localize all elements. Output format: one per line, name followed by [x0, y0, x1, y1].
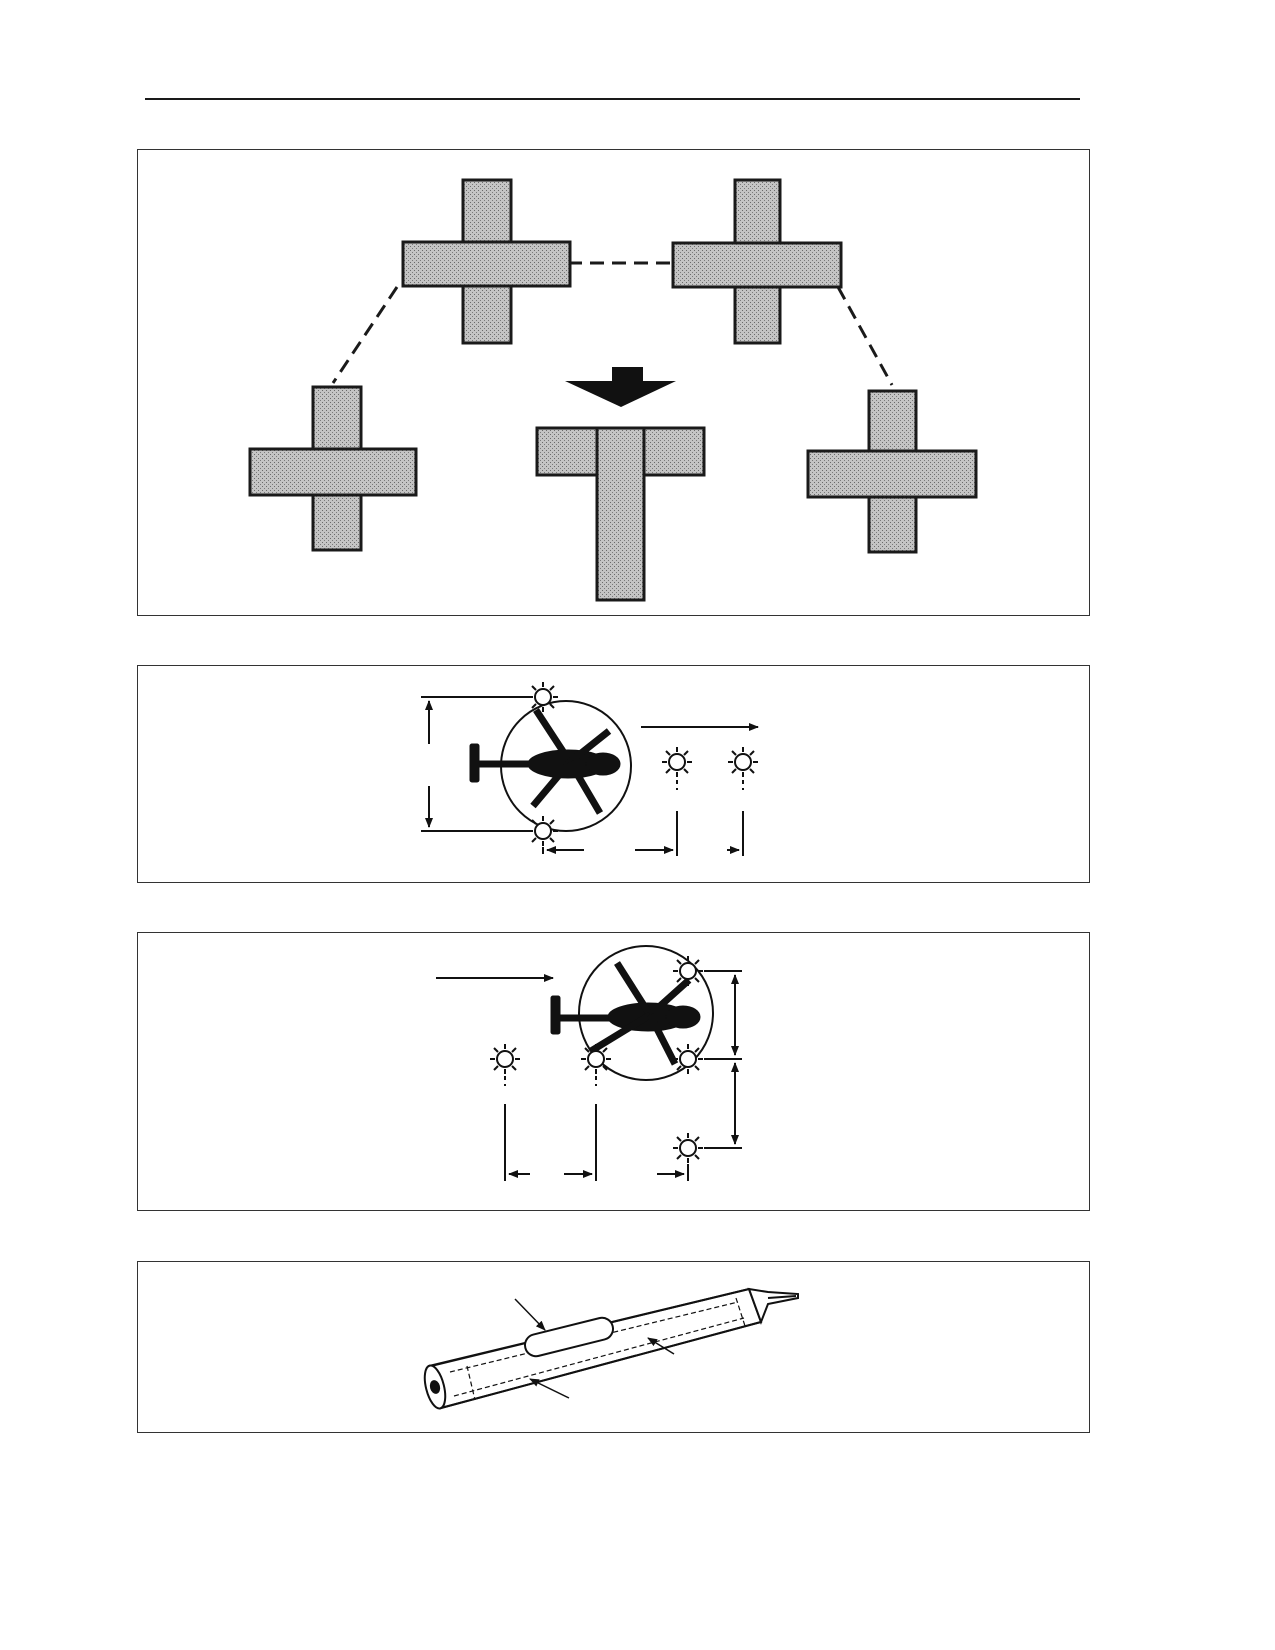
landing-light-icon	[527, 681, 559, 713]
callout-leaders	[514, 1298, 675, 1399]
landing-tee-diagram	[248, 178, 978, 602]
cross-marker-top-left	[401, 178, 572, 345]
dashed-connector-lines	[331, 261, 894, 386]
landing-light-icon	[727, 746, 759, 778]
dimension-lines	[421, 696, 744, 856]
figure-landing-tee	[137, 149, 1090, 616]
landing-light-icon	[672, 1043, 704, 1075]
landing-light-icon	[672, 955, 704, 987]
light-pattern-a-diagram	[421, 681, 759, 856]
light-pattern-b-diagram	[436, 945, 742, 1181]
landing-light-icon	[527, 815, 559, 847]
cross-marker-bottom-left	[248, 385, 418, 552]
signal-tube-illustration	[423, 1287, 799, 1410]
helicopter-silhouette	[550, 961, 701, 1066]
landing-light-icon	[580, 1043, 612, 1075]
landing-light-icon	[661, 746, 693, 778]
rotor-disk	[578, 945, 714, 1081]
tube-end-cap	[423, 1364, 447, 1410]
figure-light-pattern-b	[137, 932, 1090, 1211]
figure-signal-tube	[137, 1261, 1090, 1433]
landing-light-icon	[489, 1043, 521, 1075]
wind-direction-arrow	[565, 367, 676, 407]
landing-light-icon	[672, 1132, 704, 1164]
tube-body	[427, 1287, 763, 1410]
cross-marker-bottom-right	[806, 389, 978, 554]
dimension-lines	[504, 970, 742, 1181]
landing-tee	[535, 426, 706, 602]
helicopter-silhouette	[469, 708, 621, 815]
tube-window-slot	[524, 1316, 614, 1358]
figure-light-pattern-a	[137, 665, 1090, 883]
header-rule	[145, 98, 1080, 100]
tube-nozzle	[747, 1287, 799, 1325]
cross-marker-top-right	[671, 178, 843, 345]
